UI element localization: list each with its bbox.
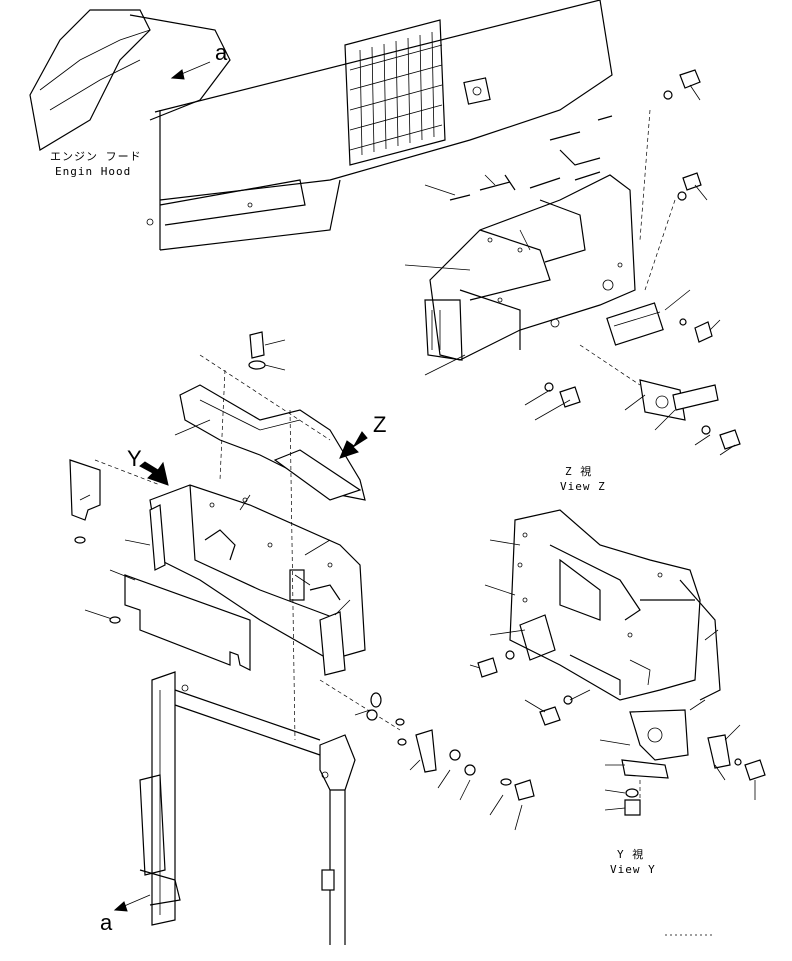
plates-view-z (639, 379, 719, 421)
engine-hood-en-label: Engin Hood (55, 165, 131, 178)
bolts-view-z (544, 69, 741, 450)
marker-y: Y (127, 446, 142, 471)
bracket-assembly-view-z (424, 174, 664, 361)
view-y-en-label: View Y (610, 863, 656, 876)
view-y-jp-label: Y 視 (617, 847, 644, 861)
main-bracket-assembly (69, 331, 366, 676)
marker-a-bottom: a (100, 910, 113, 935)
pins-view-z (449, 115, 613, 201)
leaders-view-z (404, 84, 736, 456)
view-arrow-y: Y (127, 446, 169, 486)
leaders-view-y (469, 539, 756, 811)
engine-hood (29, 0, 613, 251)
ref-arrow-a-top: a (170, 40, 228, 80)
hood-grille (344, 19, 446, 166)
leaders-main (74, 339, 401, 741)
marker-a-top: a (215, 40, 228, 65)
marker-z: Z (373, 412, 386, 437)
parts-view-y (477, 650, 766, 816)
fasteners-main (354, 692, 535, 831)
bracket-assembly-view-y (509, 509, 721, 701)
ref-arrow-a-bottom: a (100, 894, 151, 935)
engine-hood-jp-label: エンジン フード (50, 150, 142, 163)
view-z-en-label: View Z (560, 480, 606, 493)
view-z-jp-label: Z 視 (565, 464, 592, 478)
view-arrow-z: Z (339, 412, 386, 459)
support-frame (139, 671, 356, 945)
